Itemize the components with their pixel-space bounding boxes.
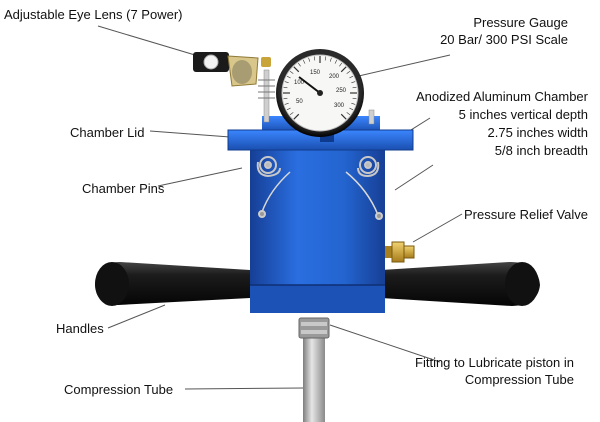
pressure-gauge: 50 100 150 200 250 300 [276, 49, 364, 137]
label-fitting: Fitting to Lubricate piston in Compressi… [415, 354, 574, 388]
gauge-tick [293, 113, 300, 120]
gauge-tick [352, 86, 357, 89]
gauge-tick [308, 57, 311, 62]
gauge-ticks [283, 56, 357, 120]
gauge-tick [298, 62, 301, 67]
gauge-scale-300: 300 [334, 103, 345, 109]
label-chamber-breadth: 5/8 inch breadth [494, 143, 588, 158]
gauge-tick [346, 112, 351, 115]
gauge-tick [334, 59, 338, 64]
gauge-tick [346, 71, 351, 74]
gauge-scale-250: 250 [336, 88, 347, 94]
label-compression-tube: Compression Tube [64, 382, 174, 397]
gauge-tick [329, 57, 332, 62]
label-chamber-depth: 5 inches vertical depth [458, 107, 588, 122]
gauge-tick [340, 113, 347, 120]
gauge-tick [351, 81, 356, 84]
gauge-tick [283, 86, 288, 89]
label-handles: Handles [56, 321, 104, 336]
gauge-tick [352, 97, 357, 100]
chamber-pins [256, 156, 383, 220]
gauge-tick [286, 75, 291, 79]
gauge-tick [340, 66, 347, 73]
label-pressure-gauge: Pressure Gauge 20 Bar/ 300 PSI Scale [440, 14, 568, 48]
label-eye-lens: Adjustable Eye Lens (7 Power) [4, 7, 183, 22]
label-chamber-material: Anodized Aluminum Chamber [416, 89, 588, 104]
gauge-scale-100: 100 [294, 80, 305, 86]
label-gauge-title: Pressure Gauge [473, 15, 568, 30]
gauge-tick [339, 62, 342, 67]
gauge-tick [313, 56, 316, 61]
gauge-tick [293, 66, 300, 73]
gauge-tick [283, 97, 288, 100]
label-relief-valve: Pressure Relief Valve [464, 207, 589, 222]
label-fitting-line2: Compression Tube [464, 372, 574, 387]
gauge-scale-200: 200 [329, 74, 340, 80]
handles [95, 262, 540, 306]
compression-tube [298, 317, 330, 422]
gauge-tick [349, 75, 354, 79]
gauge-tick [289, 71, 294, 74]
eye-lens-icon [193, 52, 271, 87]
label-chamber-lid: Chamber Lid [70, 125, 145, 140]
gauge-scale-50: 50 [296, 99, 303, 105]
gauge-tick [351, 102, 356, 105]
gauge-tick [302, 59, 306, 64]
lid-screws [258, 69, 375, 125]
label-chamber: Anodized Aluminum Chamber 5 inches verti… [416, 88, 588, 160]
gauge-scale-150: 150 [310, 70, 321, 76]
gauge-tick [286, 107, 291, 111]
gauge-tick [324, 56, 327, 61]
gauge-tick [349, 107, 354, 111]
gauge-tick [284, 81, 289, 84]
leader-lines [97, 25, 463, 390]
label-fitting-line1: Fitting to Lubricate piston in [415, 355, 574, 370]
label-chamber-pins: Chamber Pins [82, 181, 165, 196]
label-chamber-width: 2.75 inches width [487, 125, 588, 140]
pressure-relief-valve [385, 241, 415, 263]
gauge-tick [284, 102, 289, 105]
label-gauge-scale: 20 Bar/ 300 PSI Scale [440, 32, 568, 47]
gauge-tick [289, 112, 294, 115]
